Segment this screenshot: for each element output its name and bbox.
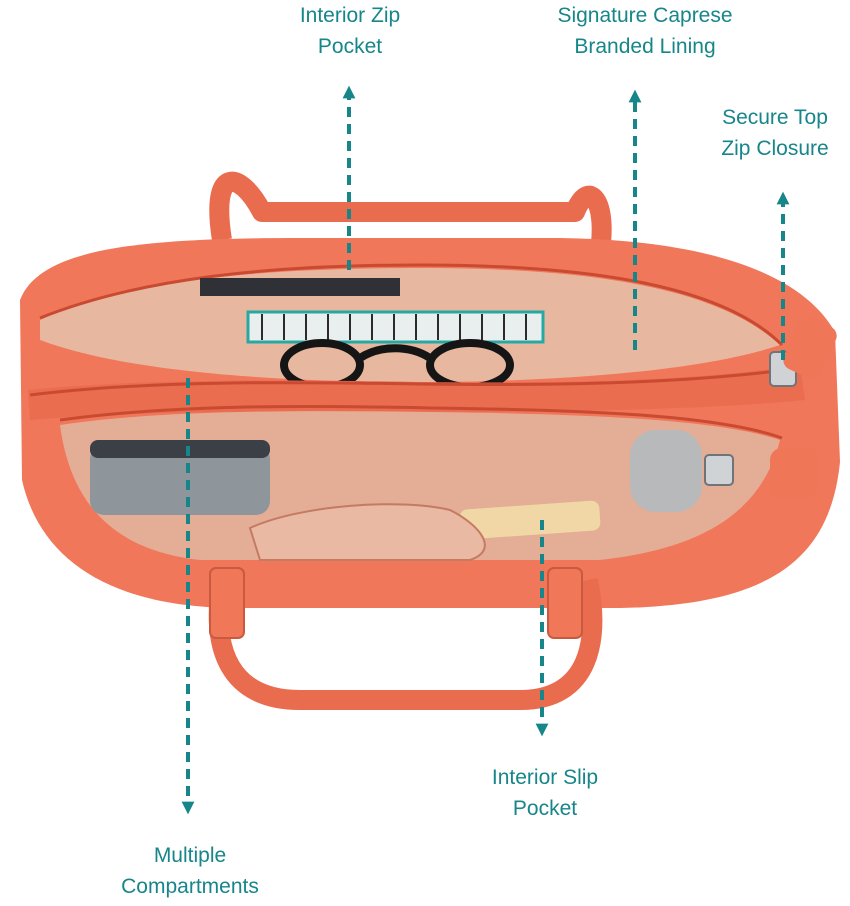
callout-interior-zip: Interior Zip Pocket: [250, 0, 450, 62]
callout-line: Secure Top: [722, 106, 828, 129]
callout-line: Multiple: [153, 844, 227, 867]
middle-zipper: [29, 366, 801, 397]
callout-line: Branded Lining: [574, 35, 716, 58]
zipper-tab-leather-2: [770, 448, 818, 498]
front-handle: [208, 578, 603, 710]
rear-zipper: [39, 263, 784, 347]
handle-tab-left: [209, 567, 245, 639]
callout-line: Pocket: [512, 797, 578, 820]
callout-multiple-compartments: Multiple Compartments: [90, 840, 290, 902]
callout-line: Signature Caprese: [557, 4, 733, 27]
lunch-box-lid: [90, 440, 270, 458]
back-handle: [209, 171, 612, 265]
lunch-box: [90, 445, 270, 515]
callout-line: Pocket: [317, 35, 383, 58]
spiral-notebook: [246, 310, 545, 344]
callout-line: Interior Slip: [491, 766, 599, 789]
phone: [459, 500, 601, 540]
zipper-tab-leather: [783, 317, 837, 379]
notebook: [200, 278, 400, 296]
callout-signature-lining: Signature Caprese Branded Lining: [520, 0, 770, 62]
handle-tab-right: [547, 567, 583, 639]
zipper-pull-middle: [704, 454, 734, 486]
callout-secure-top-zip: Secure Top Zip Closure: [700, 102, 850, 164]
slip-pocket: [248, 503, 486, 561]
callout-line: Zip Closure: [721, 137, 829, 160]
callout-line: Interior Zip: [299, 4, 401, 27]
bottle: [630, 430, 702, 512]
callout-interior-slip: Interior Slip Pocket: [450, 762, 640, 824]
notebook-grid: [261, 314, 527, 340]
callout-line: Compartments: [121, 875, 259, 898]
front-zipper: [59, 404, 783, 440]
